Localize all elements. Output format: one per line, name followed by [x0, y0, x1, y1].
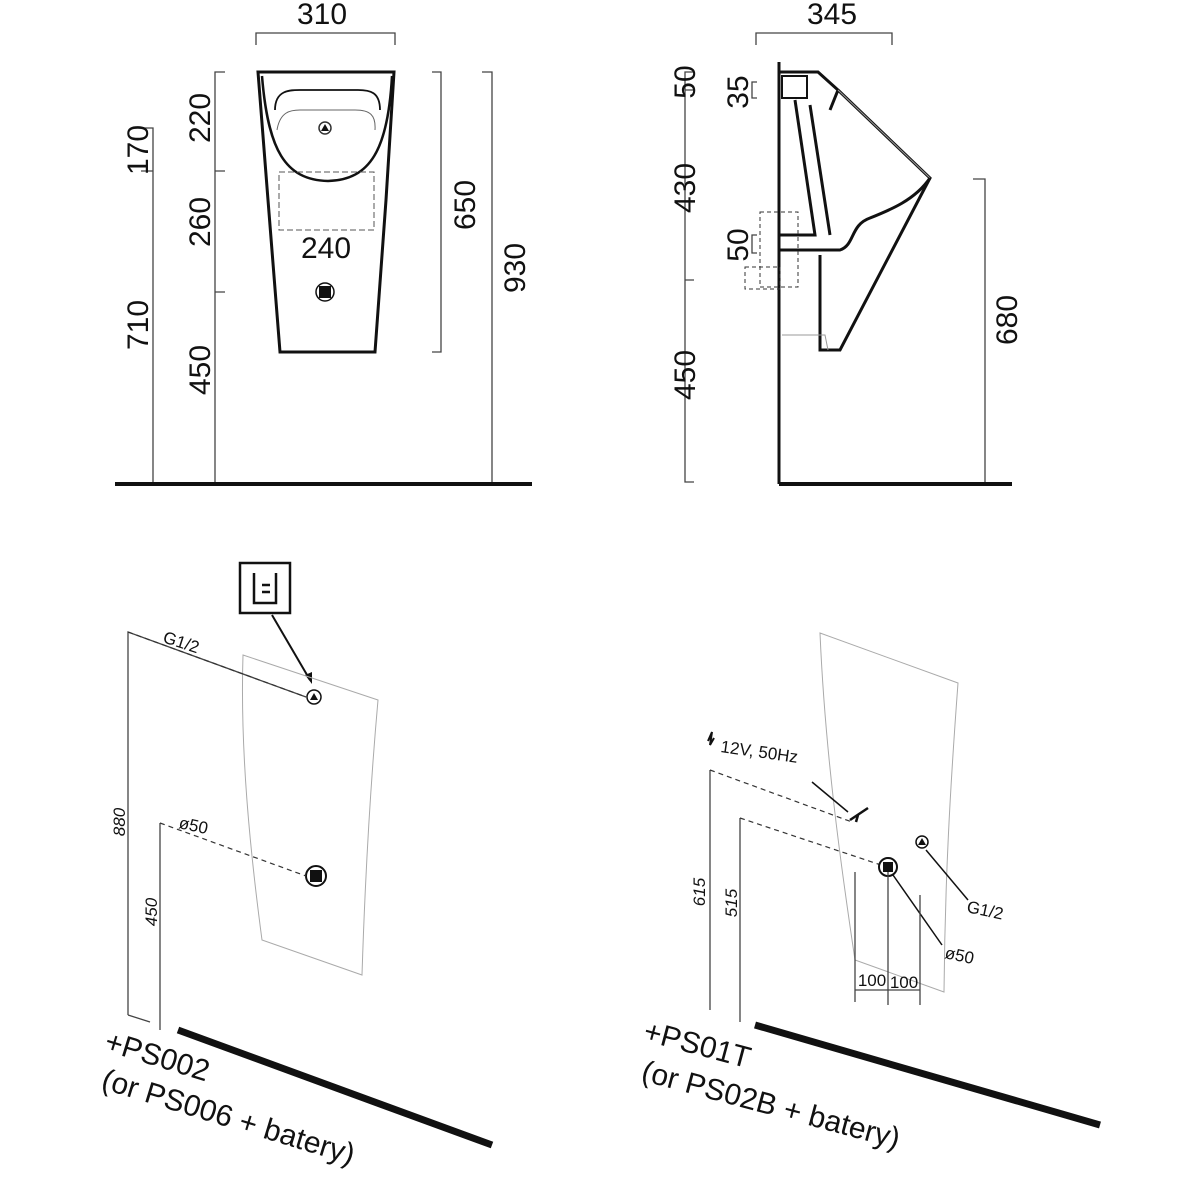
bowl-inner [276, 109, 376, 131]
power-pointer [811, 781, 849, 813]
width-dimension-line [255, 32, 396, 45]
dim-450-side-label: 450 [669, 350, 702, 400]
inlet-fitting [781, 75, 808, 99]
height-880-label: 880 [110, 807, 129, 836]
dim-170-label: 170 [122, 125, 155, 175]
outlet-square-icon [310, 870, 322, 882]
outlet-label: ø50 [177, 813, 210, 838]
inlet-triangle-icon [310, 693, 318, 700]
outlet-square-icon [883, 862, 893, 872]
arrow-head-icon [305, 672, 312, 684]
dim-line-side-left [684, 71, 694, 483]
dim-35-label: 35 [722, 75, 755, 108]
flush-valve-icon [238, 561, 292, 615]
bowl-profile [780, 177, 932, 252]
front-view: 310 240 170 710 220 260 450 650 930 [115, 0, 532, 486]
dim-line-680 [973, 178, 986, 482]
lightning-icon [707, 731, 715, 746]
outlet-label: ø50 [943, 943, 976, 968]
power-connector-icon [849, 806, 869, 823]
height-450-label: 450 [142, 897, 161, 926]
spacing-right-label: 100 [890, 973, 918, 992]
dim-line-170-710 [141, 127, 154, 482]
inlet-dim-foot [127, 1014, 151, 1023]
dim-930-label: 930 [499, 243, 532, 293]
internal-channel [780, 99, 832, 237]
dim-line-220-260-450 [214, 71, 225, 482]
urinal-front-outline [256, 70, 396, 354]
urinal-outline-ghost [819, 632, 959, 993]
outlet-dashed-line [159, 822, 307, 877]
dim-650-label: 650 [449, 180, 482, 230]
spacing-dim-lines [854, 872, 921, 1005]
power-label: 12V, 50Hz [719, 737, 799, 767]
side-view: 345 50 430 450 35 50 680 [669, 0, 1024, 486]
depth-dimension-line [755, 32, 893, 45]
installation-right: 12V, 50Hz 615 515 G1/2 ø50 100 100 +PS01… [638, 632, 1101, 1156]
inlet-leader [127, 631, 307, 1015]
dim-260-label: 260 [184, 197, 217, 247]
dim-680-label: 680 [991, 295, 1024, 345]
dim-50-top-label: 50 [669, 65, 702, 98]
dim-220-label: 220 [184, 93, 217, 143]
dim-line-50-mid [751, 234, 757, 254]
hidden-drain-box [744, 266, 781, 290]
bracket-width-label: 240 [301, 232, 351, 265]
dim-450-label: 450 [184, 345, 217, 395]
bowl-rim [274, 89, 381, 111]
spacing-left-label: 100 [858, 971, 886, 990]
dim-line-35 [751, 81, 757, 99]
base-detail [782, 334, 829, 351]
dim-line-930 [482, 71, 493, 482]
inlet-pointer [925, 849, 969, 901]
urinal-side-outline [780, 70, 932, 352]
width-dimension-label: 310 [297, 0, 347, 31]
dim-710-label: 710 [122, 300, 155, 350]
inlet-dashed-line [127, 631, 307, 698]
floor-line-left [176, 1026, 494, 1149]
installation-left: G1/2 880 ø50 450 +PS002 (or PS006 + bate… [98, 561, 494, 1171]
dim-430-label: 430 [669, 163, 702, 213]
kit-label-line2: (or PS02B + batery) [638, 1055, 903, 1156]
height-615-label: 615 [690, 877, 709, 906]
inlet-label: G1/2 [965, 897, 1005, 923]
top-profile-line [837, 89, 931, 179]
hidden-bracket [278, 171, 375, 231]
dim-50-mid-label: 50 [722, 228, 755, 261]
bowl-outline [260, 75, 394, 183]
outlet-square-icon [319, 286, 331, 298]
inlet-triangle-icon [918, 838, 926, 845]
flush-valve-glyph [252, 573, 278, 605]
depth-dimension-label: 345 [807, 0, 857, 31]
urinal-outline-ghost [241, 654, 379, 976]
power-dashed-line [709, 769, 853, 823]
dim-line-650 [432, 71, 442, 353]
outlet-pointer [892, 874, 943, 946]
inlet-triangle-icon [321, 124, 329, 131]
height-515-label: 515 [722, 888, 741, 917]
outlet-dashed-line [739, 817, 885, 867]
inlet-label: G1/2 [161, 628, 202, 657]
floor-line-right [754, 1021, 1101, 1129]
pointer-arrow [271, 614, 311, 681]
